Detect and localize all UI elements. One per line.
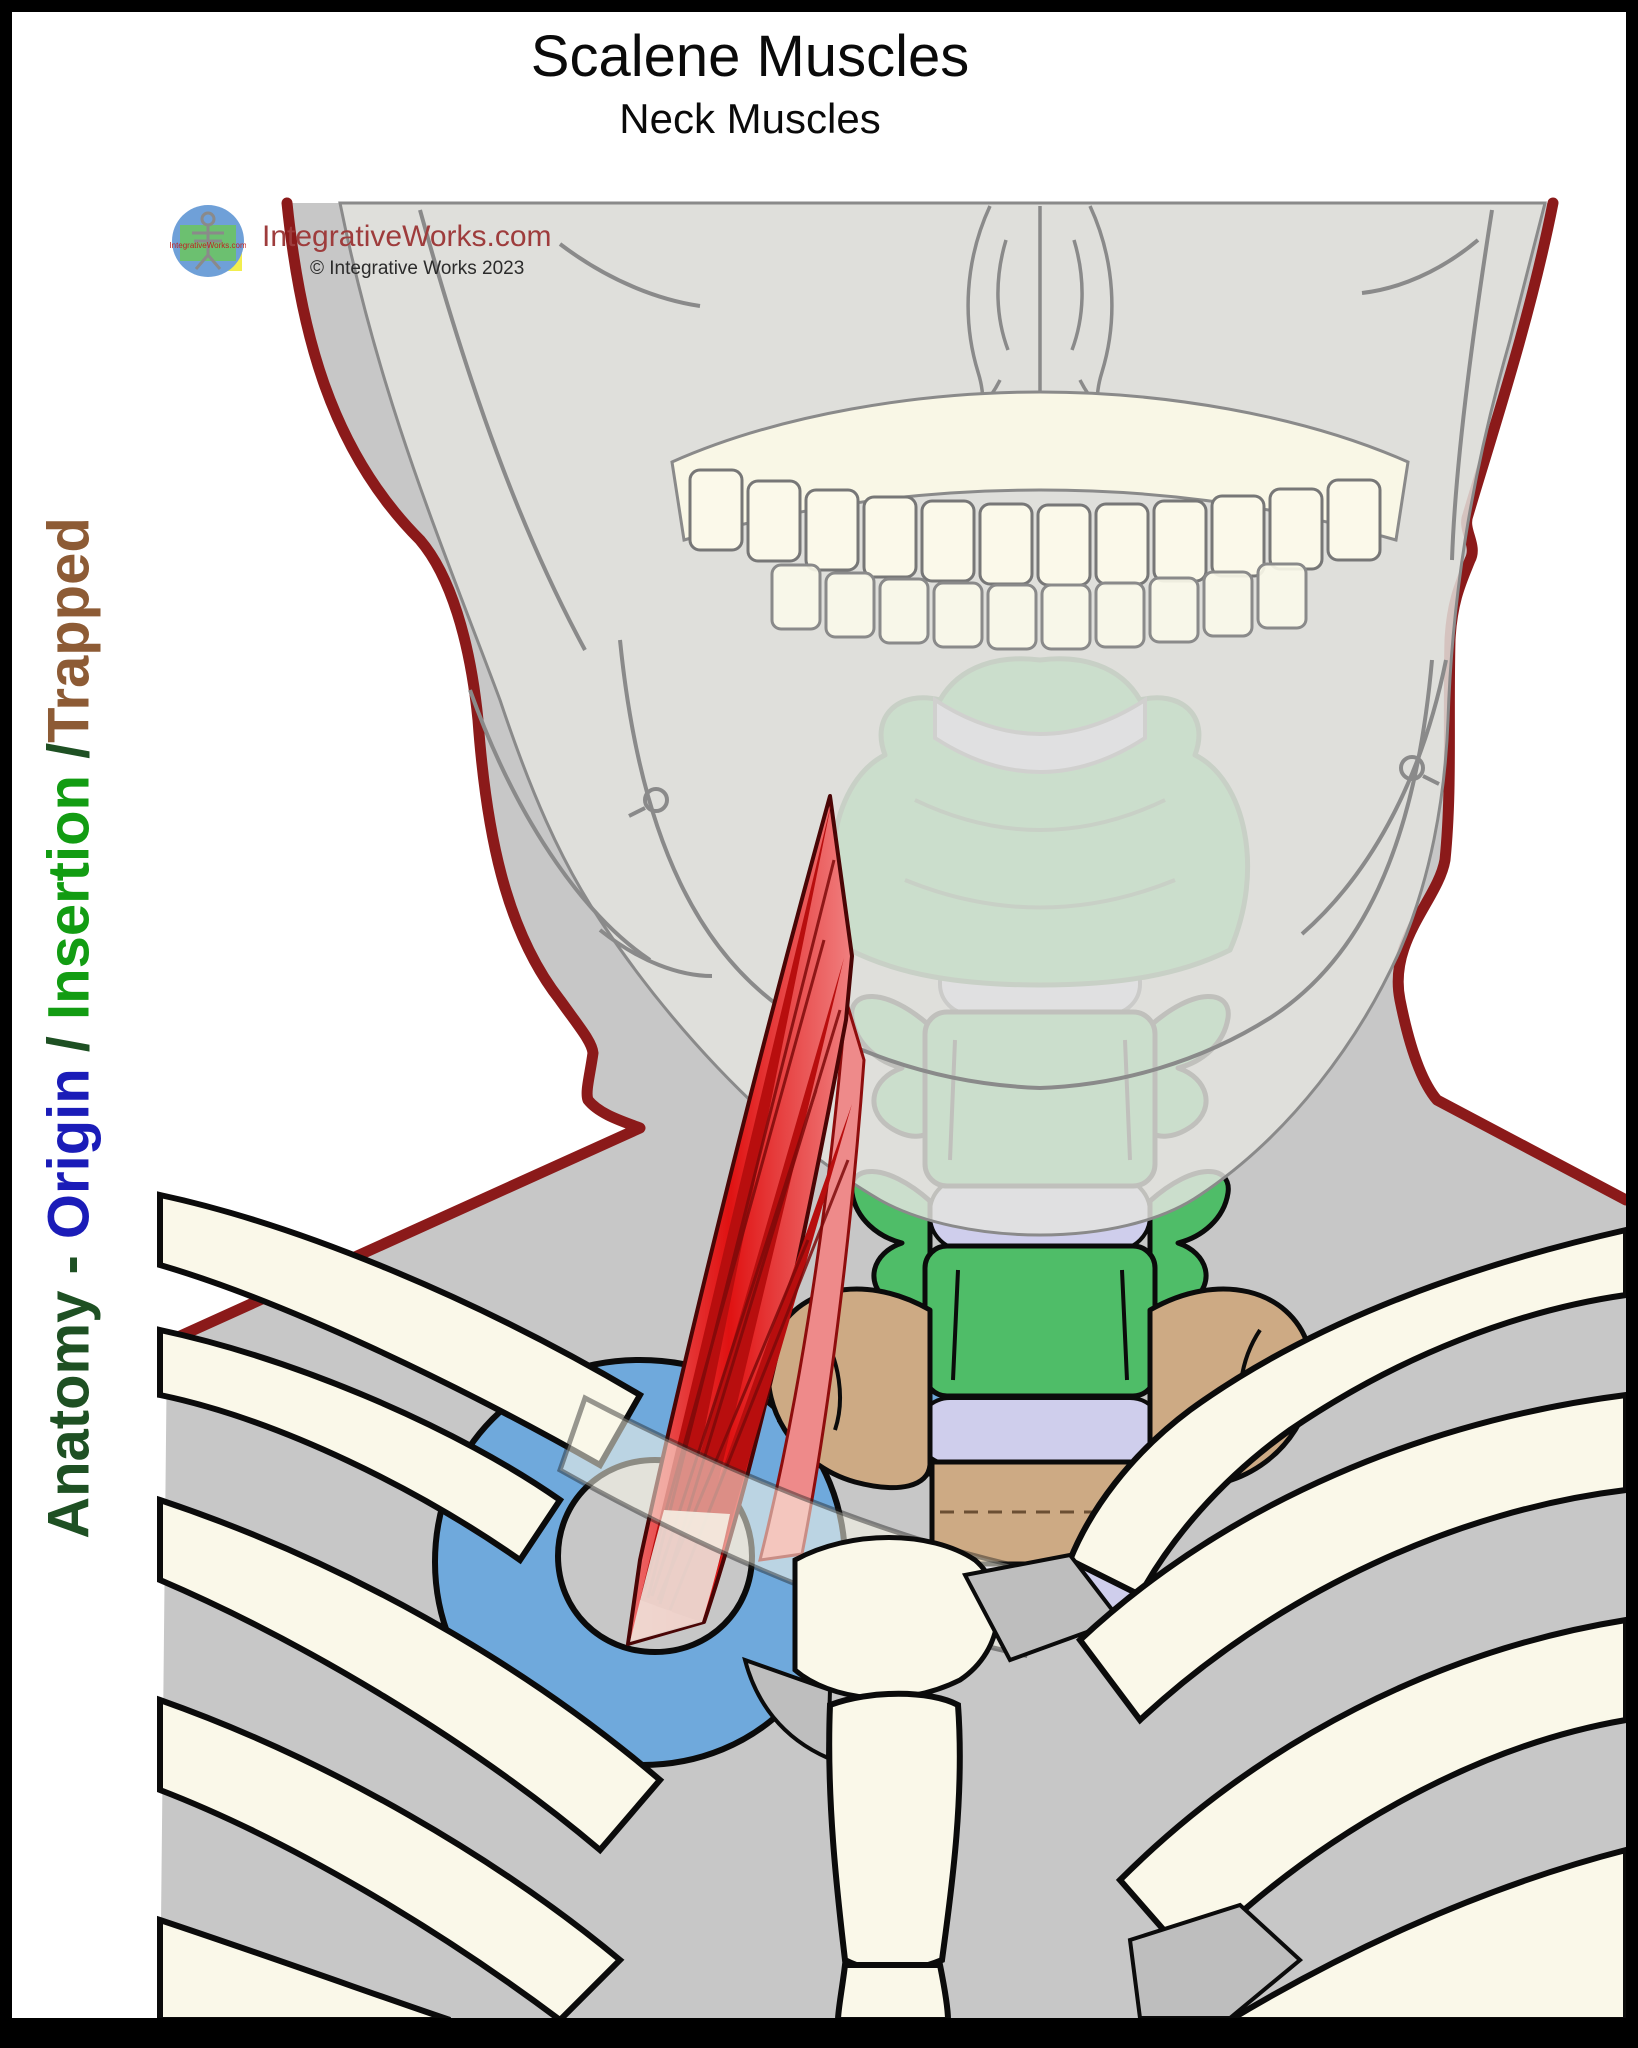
integrative-works-logo: IntegrativeWorks.com — [170, 205, 246, 277]
sidebar-segment: Origin — [36, 1068, 102, 1240]
left-rib-2 — [157, 1695, 625, 2024]
sidebar-vertical-label: Anatomy - Origin / Insertion /Trapped — [36, 391, 108, 1666]
logo-vitruvian-figure — [192, 211, 224, 270]
lower-teeth — [770, 562, 1308, 651]
sidebar-segment: Anatomy — [36, 1290, 102, 1539]
sternum-body — [834, 1962, 952, 2023]
sidebar-segment: / — [36, 1019, 102, 1069]
sidebar-segment: - — [36, 1239, 102, 1291]
right-rib-1 — [1075, 1391, 1629, 1725]
right-rib-3 — [1219, 1846, 1629, 2023]
maxilla — [670, 390, 1410, 542]
silhouette-outline-left — [161, 197, 646, 1348]
rib-head — [792, 1535, 1001, 1701]
brand-site-name: IntegrativeWorks.com — [262, 220, 552, 253]
skull-lines — [418, 209, 1494, 1091]
skull-overlay — [338, 201, 1547, 1237]
scalene-strand — [656, 958, 844, 1616]
page-subtitle: Neck Muscles — [619, 94, 881, 142]
manubrium — [826, 1690, 963, 1975]
page-title: Scalene Muscles — [530, 24, 970, 89]
title-block: Scalene Muscles Neck Muscles — [280, 24, 1220, 143]
ear-canal-icon — [628, 755, 1440, 818]
gray-gap — [1127, 1902, 1304, 2020]
scalene-strand — [640, 800, 832, 1610]
copyright-text: © Integrative Works 2023 — [310, 258, 525, 279]
left-rib-under-clavicle — [157, 1326, 565, 1565]
sidebar-segment: / — [36, 742, 102, 776]
right-rib-2 — [1115, 1616, 1629, 1965]
logo-text: IntegrativeWorks.com — [170, 241, 246, 250]
sidebar-segment: Insertion — [36, 775, 102, 1020]
sidebar-segment: Trapped — [36, 517, 102, 743]
left-rib-3 — [157, 1915, 451, 2023]
upper-teeth — [688, 468, 1382, 587]
intervertebral-disc — [916, 1396, 1164, 1466]
right-clavicle — [1066, 1226, 1629, 1599]
left-rib-1 — [157, 1495, 665, 1855]
thorax — [157, 1191, 1629, 2024]
